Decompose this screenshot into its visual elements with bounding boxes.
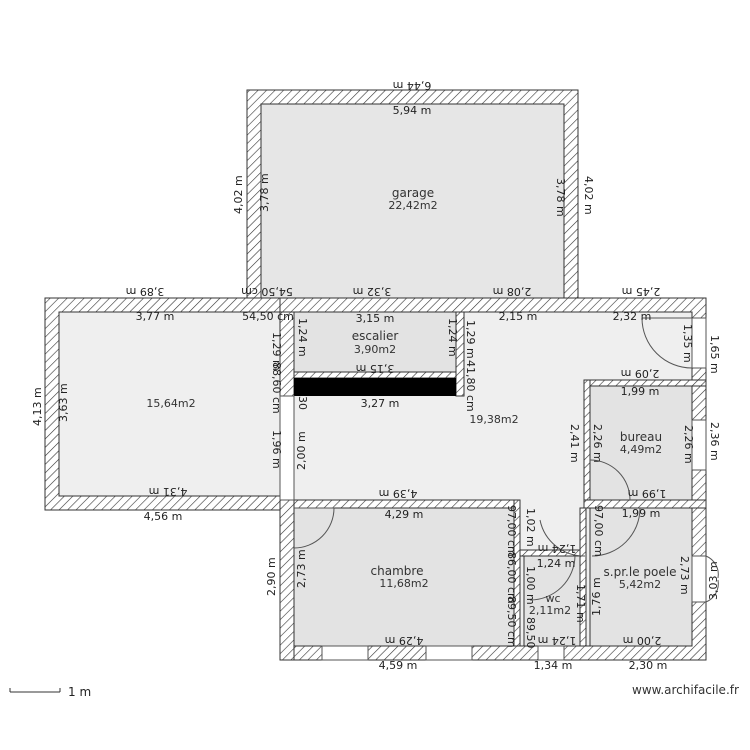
dimension: 1,02 m <box>524 508 537 547</box>
room-hall-area: 19,38m2 <box>469 413 519 426</box>
dimension: 3,03 m <box>707 561 720 600</box>
dimension: 2,09 m <box>620 367 660 380</box>
dimension: 4,02 m <box>232 175 245 214</box>
scale-label: 1 m <box>68 685 92 699</box>
dimension: 4,56 m <box>143 510 183 523</box>
dimension: 4,29 m <box>384 508 424 521</box>
dimension: 5,94 m <box>392 104 432 117</box>
watermark[interactable]: www.archifacile.fr <box>632 683 739 697</box>
room-escalier-name: escalier <box>351 329 399 343</box>
room-bureau-area: 4,49m2 <box>619 443 663 456</box>
dimension: 2,73 m <box>295 549 308 588</box>
dimension: 2,41 m <box>568 424 581 463</box>
dimension: 41,80 cm <box>464 360 477 412</box>
dimension: 1,34 m <box>533 659 573 672</box>
dimension: 1,65 m <box>708 335 721 374</box>
dimension: 2,26 m <box>682 425 695 464</box>
dimension: 2,00 m <box>295 431 308 470</box>
room-chambre-area: 11,68m2 <box>379 577 429 590</box>
dimension: 1,35 m <box>681 324 694 363</box>
dimension: 1,24 m <box>537 542 577 555</box>
dimension: 3,63 m <box>57 383 70 422</box>
dimension: 89,50 cm <box>505 596 518 648</box>
dimension: 4,13 m <box>31 387 44 426</box>
room-garage-name: garage <box>391 186 435 200</box>
dimension: 3,15 m <box>355 312 395 325</box>
dimension: 3,32 m <box>352 285 392 298</box>
room-salle-name: s.pr.le poele <box>603 565 677 579</box>
room-garage-area: 22,42m2 <box>388 199 438 212</box>
dimension: 54,50 cm <box>241 285 293 298</box>
dimension: 3,15 m <box>355 362 395 375</box>
dimension: 1,76 m <box>590 577 603 616</box>
dimension: 4,29 m <box>384 634 424 647</box>
stair-block <box>294 378 456 396</box>
room-floors <box>58 103 693 647</box>
dimension: 2,15 m <box>498 310 538 323</box>
dimension: 3,77 m <box>135 310 175 323</box>
dimension: 2,00 m <box>622 634 662 647</box>
dimension: 1,71 m <box>574 584 587 623</box>
dimension: 89,50 <box>524 617 537 649</box>
room-bureau-name: bureau <box>619 430 663 444</box>
dimension: 1,99 m <box>620 385 660 398</box>
scale-bar <box>9 688 61 693</box>
dimension: 1,24 m <box>537 634 577 647</box>
room-wc-name: wc <box>545 592 561 605</box>
dimension: 97,00 cm <box>505 505 518 557</box>
dimension: 3,27 m <box>360 397 400 410</box>
dimension: 2,26 m <box>591 424 604 463</box>
doors-windows <box>279 317 719 661</box>
dimension: 2,32 m <box>612 310 652 323</box>
dimension: 2,73 m <box>678 556 691 595</box>
dimension: 1,00 m <box>524 566 537 605</box>
dimension: 1,29 m <box>464 320 477 359</box>
room-wc-area: 2,11m2 <box>528 604 572 617</box>
dimension: 30 <box>296 396 309 410</box>
dimension: 3,78 m <box>258 173 271 212</box>
inner-walls <box>279 311 707 647</box>
dimension: 2,36 m <box>708 422 721 461</box>
dimension: 4,02 m <box>582 176 595 215</box>
room-left-area: 15,64m2 <box>146 397 196 410</box>
dimension: 54,50 cm <box>242 310 294 323</box>
dimension: 2,90 m <box>265 557 278 596</box>
dimension: 4,31 m <box>148 485 188 498</box>
dimension: 2,08 m <box>492 285 532 298</box>
dimension: 2,45 m <box>621 285 661 298</box>
room-escalier-area: 3,90m2 <box>353 343 397 356</box>
dimension: 4,39 m <box>378 487 418 500</box>
dimension: 1,24 m <box>536 557 576 570</box>
dimension: 1,99 m <box>621 507 661 520</box>
dimension: 2,30 m <box>628 659 668 672</box>
room-chambre-name: chambre <box>370 564 424 578</box>
room-salle-area: 5,42m2 <box>618 578 662 591</box>
dimension: 3,78 m <box>554 178 567 217</box>
dimension: 88,60 cm <box>270 362 283 414</box>
dimension: 3,89 m <box>125 285 165 298</box>
dimension: 4,59 m <box>378 659 418 672</box>
dimension: 1,96 m <box>270 430 283 469</box>
dimension: 6,44 m <box>392 79 432 92</box>
dimension: 97,00 cm <box>592 505 605 557</box>
dimension: 1,24 m <box>446 318 459 357</box>
dimension: 1,24 m <box>296 318 309 357</box>
dimension: 1,99 m <box>627 487 667 500</box>
